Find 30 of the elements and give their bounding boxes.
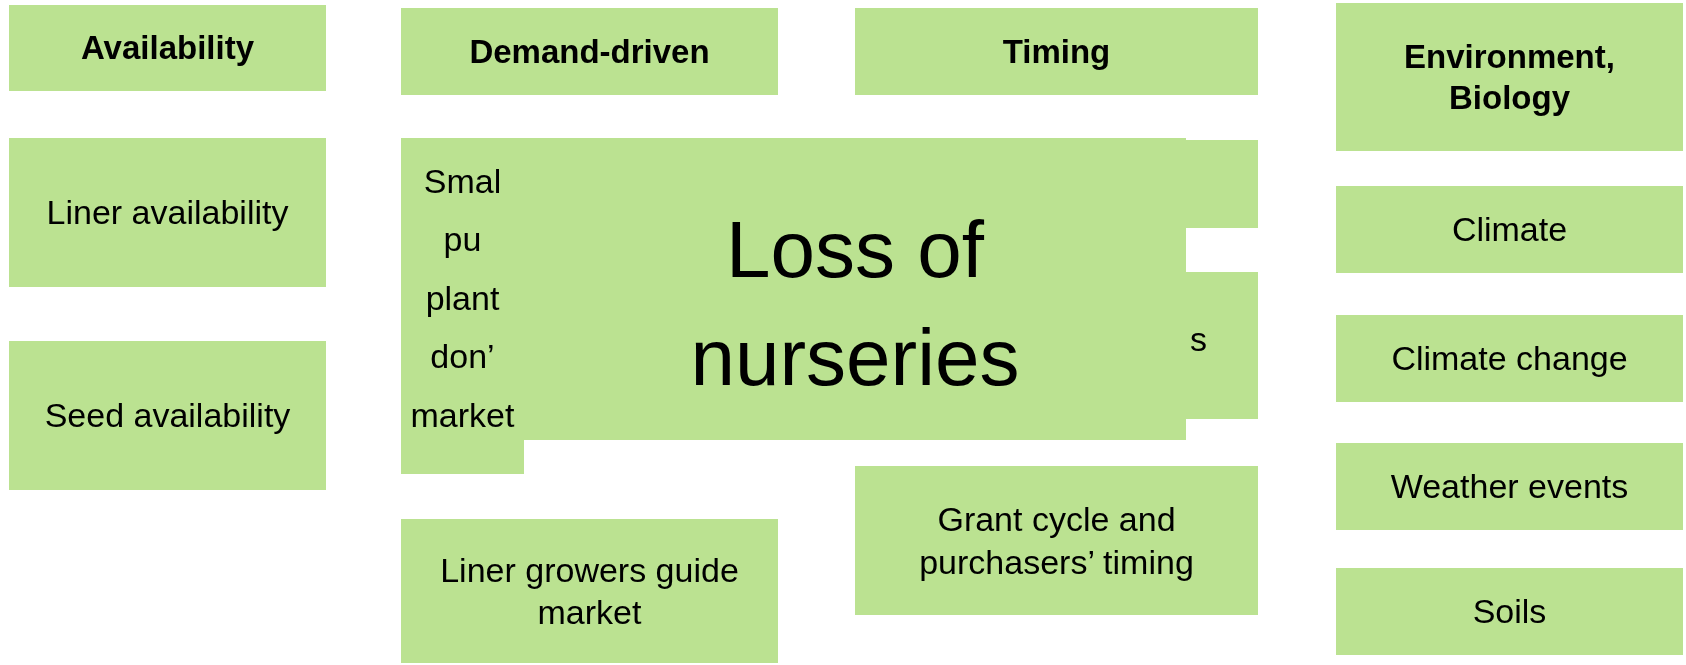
factor-text: Seed availability [43, 395, 292, 437]
title-text: Loss of nurseries [689, 204, 1021, 404]
factor-box [401, 138, 524, 474]
heading-text: Demand-driven [468, 31, 711, 72]
heading-box [855, 8, 1258, 95]
factor-text: Weather events [1389, 466, 1630, 508]
heading-text: Timing [1001, 31, 1112, 72]
factor-box [401, 519, 778, 663]
factor-box [9, 341, 326, 490]
factor-text: Climate [1450, 209, 1569, 251]
factor-text: Climate change [1390, 338, 1629, 380]
factor-box [1336, 568, 1683, 655]
factor-box [855, 466, 1258, 615]
factor-text: Liner growers guide market [439, 549, 740, 633]
factor-box [1336, 443, 1683, 530]
heading-box [9, 5, 326, 91]
heading-box [401, 8, 778, 95]
factor-box [1336, 315, 1683, 402]
heading-text: Availability [80, 28, 255, 69]
factor-text: Grant cycle and purchasers’ timing [918, 499, 1195, 583]
heading-box [1336, 3, 1683, 151]
factor-box [1186, 272, 1258, 419]
factor-text: Smal pu plant don’ market [409, 161, 516, 436]
factor-text: Soils [1471, 591, 1548, 633]
factor-text: s [1190, 319, 1208, 360]
factor-box [1336, 186, 1683, 273]
factor-box [1186, 140, 1258, 228]
factor-box [9, 138, 326, 287]
heading-text: Environment, Biology [1403, 36, 1616, 118]
factor-text: Liner availability [45, 192, 290, 234]
